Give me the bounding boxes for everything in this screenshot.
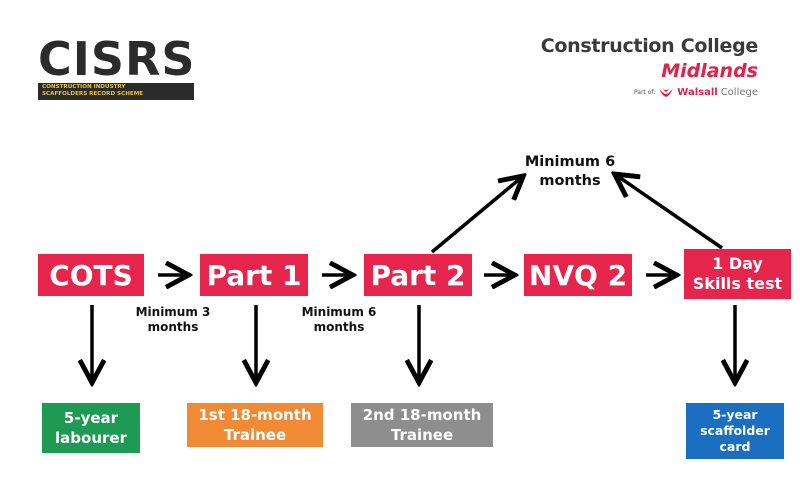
cisrs-strapline-line2: SCAFFOLDERS RECORD SCHEME — [42, 91, 144, 97]
construction-college-logo: Construction College Midlands Part of: W… — [540, 34, 759, 98]
outcome-scaffolder-line2: scaffolder — [700, 423, 770, 438]
outcome-scaffolder-line3: card — [719, 439, 751, 454]
cisrs-logo: CISRS CONSTRUCTION INDUSTRY SCAFFOLDERS … — [38, 34, 195, 100]
stage-part2: Part 2 — [364, 254, 472, 296]
college-region: Midlands — [661, 60, 758, 82]
cisrs-logo-strapline: CONSTRUCTION INDUSTRY SCAFFOLDERS RECORD… — [38, 83, 194, 100]
note-part1-part2-line1: Minimum 6 — [301, 305, 377, 319]
stage-part2-label: Part 2 — [370, 258, 466, 292]
outcome-labourer: 5-year labourer — [42, 403, 140, 453]
note-cots-part1-line2: months — [147, 320, 199, 334]
note-top-line1: Minimum 6 — [524, 154, 616, 170]
walsall-swan-icon — [659, 87, 674, 97]
outcome-scaffolder-card: 5-year scaffolder card — [686, 403, 784, 459]
cisrs-strapline-line1: CONSTRUCTION INDUSTRY — [42, 84, 126, 90]
college-name: Construction College — [540, 35, 759, 57]
part-of-label: Part of: — [633, 88, 656, 96]
stage-cots-label: COTS — [49, 258, 133, 292]
stage-part1-label: Part 1 — [206, 258, 302, 292]
outcome-trainee-2: 2nd 18-month Trainee — [351, 403, 493, 447]
stage-skills-test: 1 Day Skills test — [684, 249, 791, 299]
outcome-scaffolder-line1: 5-year — [712, 407, 758, 422]
stage-skills-line2: Skills test — [692, 274, 783, 293]
note-top-line2: months — [539, 173, 601, 189]
outcome-labourer-line2: labourer — [55, 429, 127, 447]
outcome-trainee1-line2: Trainee — [223, 426, 287, 444]
walsall-suffix: College — [720, 86, 758, 98]
outcome-trainee-1: 1st 18-month Trainee — [187, 403, 323, 447]
arrow-part2-to-minimum — [430, 177, 522, 254]
stage-skills-line1: 1 Day — [712, 254, 763, 273]
arrow-skills-to-minimum — [616, 175, 723, 250]
stage-nvq2-label: NVQ 2 — [528, 258, 628, 292]
stage-nvq2: NVQ 2 — [524, 254, 632, 296]
cisrs-logo-wordmark: CISRS — [38, 32, 196, 86]
outcome-trainee2-line2: Trainee — [390, 426, 454, 444]
outcome-trainee1-line1: 1st 18-month — [198, 406, 312, 424]
note-part1-part2: Minimum 6 months — [294, 305, 384, 335]
stage-part1: Part 1 — [200, 254, 308, 296]
walsall-name: Walsall — [677, 86, 718, 98]
outcome-trainee2-line1: 2nd 18-month — [362, 406, 482, 424]
note-cots-part1: Minimum 3 months — [128, 305, 218, 335]
outcome-labourer-line1: 5-year — [63, 409, 119, 427]
note-part1-part2-line2: months — [313, 320, 365, 334]
note-minimum-top: Minimum 6 months — [510, 153, 630, 191]
note-cots-part1-line1: Minimum 3 — [135, 305, 211, 319]
stage-cots: COTS — [38, 254, 144, 296]
